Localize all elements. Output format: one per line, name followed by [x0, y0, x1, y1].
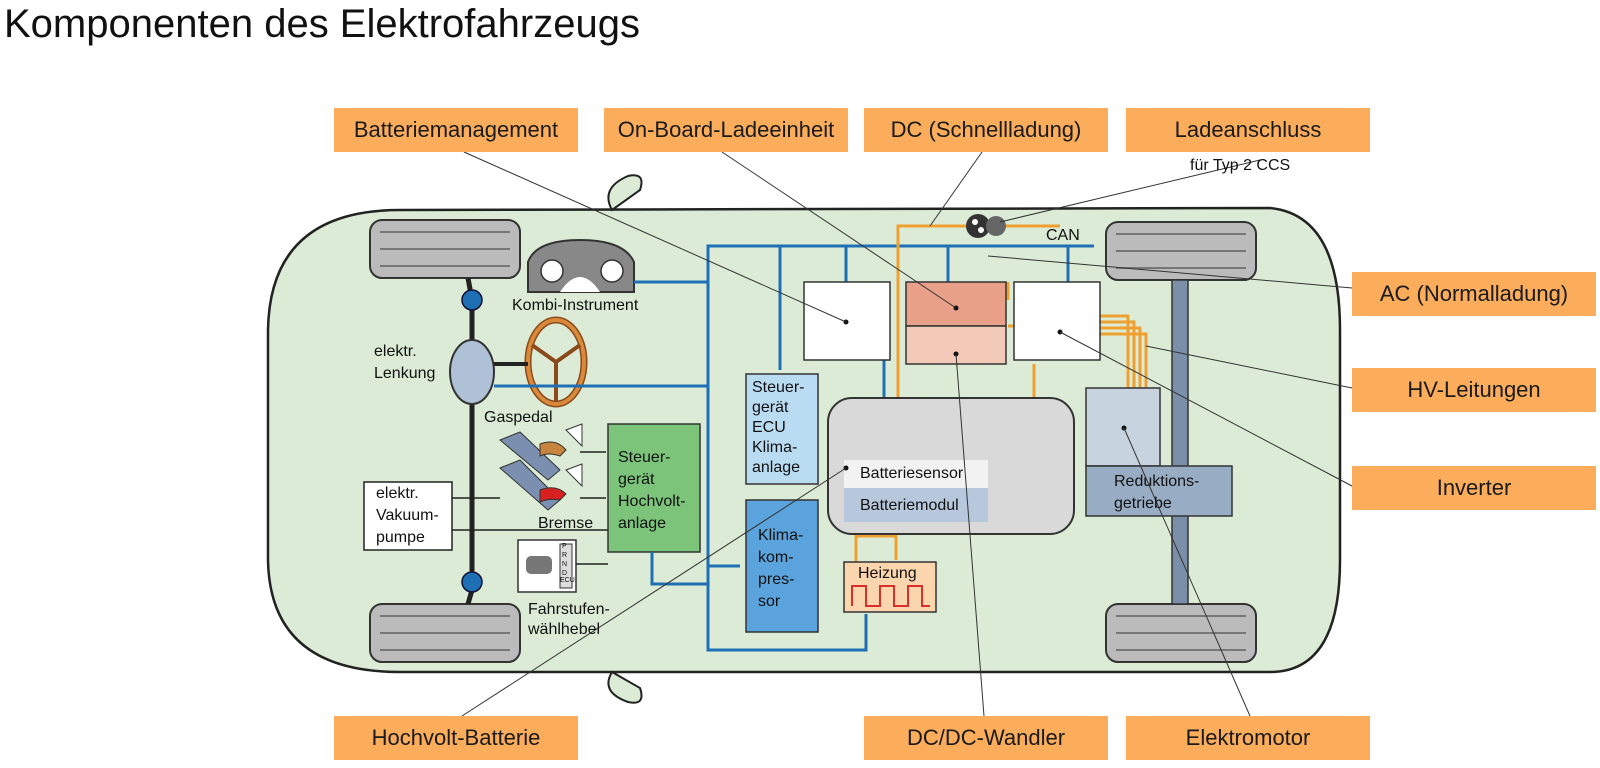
label-vakuum-3: pumpe — [376, 529, 425, 546]
batteriemodul-box — [844, 488, 988, 522]
label-ecu-klima-3: ECU — [752, 419, 786, 436]
wheel-rear-left — [369, 603, 521, 663]
label-klimakomp-2: kom- — [758, 549, 794, 566]
inverter-box — [1013, 281, 1101, 361]
label-can: CAN — [1046, 227, 1080, 244]
label-klimakomp-3: pres- — [758, 571, 795, 588]
callout-elektromotor: Elektromotor — [1126, 716, 1370, 760]
pedal-shape — [499, 423, 583, 511]
heizung-coil — [851, 585, 930, 607]
callout-batteriemanagement: Batteriemanagement — [334, 108, 578, 152]
callout-hochvolt-batterie: Hochvolt-Batterie — [334, 716, 578, 760]
batteriesensor-box — [844, 460, 988, 488]
wheel-rear-right — [1105, 603, 1257, 663]
vakuum-pumpe-box — [363, 481, 453, 551]
label-vakuum-1: elektr. — [376, 485, 419, 502]
kombi-instrument-shape — [527, 238, 635, 293]
label-kombi-instrument: Kombi-Instrument — [512, 297, 639, 314]
left-axle — [465, 277, 475, 605]
steering-unit — [449, 339, 495, 405]
label-fahrstufen-2: wählhebel — [528, 621, 601, 638]
label-steuer-hv-3: Hochvolt- — [618, 493, 686, 510]
page-title: Komponenten des Elektrofahrzeugs — [4, 2, 640, 46]
callout-dc-schnellladung: DC (Schnellladung) — [864, 108, 1108, 152]
label-steuer-hv-2: gerät — [618, 471, 655, 488]
onboard-top-box — [905, 281, 1007, 327]
callout-ac-normalladung: AC (Normalladung) — [1352, 272, 1596, 316]
label-batteriemodul: Batteriemodul — [860, 497, 959, 514]
label-heizung: Heizung — [858, 565, 917, 582]
label-lenkung-2: Lenkung — [374, 365, 436, 382]
ladeanschluss-icon — [966, 214, 1006, 238]
label-typ2: für Typ 2 CCS — [1190, 157, 1291, 174]
callout-ladeanschluss: Ladeanschluss — [1126, 108, 1370, 152]
wheel-front-left — [369, 219, 521, 279]
label-klimakomp-1: Klima- — [758, 527, 804, 544]
label-ecu-klima-2: gerät — [752, 399, 789, 416]
label-ecu-small: ECU — [560, 577, 575, 584]
callout-onboard-ladeeinheit: On-Board-Ladeeinheit — [604, 108, 848, 152]
label-vakuum-2: Vakuum- — [376, 507, 439, 524]
label-ecu-klima-4: Klima- — [752, 439, 798, 456]
mirror-top — [607, 174, 643, 212]
leader-lines — [461, 151, 1353, 717]
label-gaspedal: Gaspedal — [484, 409, 553, 426]
label-reduktion-1: Reduktions- — [1114, 473, 1200, 490]
label-klimakomp-4: sor — [758, 593, 781, 610]
gear-selector-shape — [517, 539, 577, 593]
steuergeraet-hv-box — [607, 423, 701, 553]
axle-joint-bottom — [461, 571, 483, 593]
label-reduktion-2: getriebe — [1114, 495, 1172, 512]
label-ecu-klima-1: Steuer- — [752, 379, 805, 396]
wheel-front-right — [1105, 221, 1257, 281]
callout-dcdc-wandler: DC/DC-Wandler — [864, 716, 1108, 760]
label-lenkung-1: elektr. — [374, 343, 417, 360]
mirror-bottom — [607, 670, 643, 704]
callout-hv-leitungen: HV-Leitungen — [1352, 368, 1596, 412]
label-steuer-hv-1: Steuer- — [618, 449, 671, 466]
axle-joint-top — [461, 289, 483, 311]
klimakompressor-box — [745, 499, 819, 633]
ecu-klima-box — [745, 373, 819, 485]
callout-inverter: Inverter — [1352, 466, 1596, 510]
label-prnd: P R N D — [562, 543, 568, 577]
label-fahrstufen-1: Fahrstufen- — [528, 601, 610, 618]
label-batteriesensor: Batteriesensor — [860, 465, 964, 482]
right-axle — [1171, 279, 1189, 605]
label-ecu-klima-5: anlage — [752, 459, 801, 476]
label-steuer-hv-4: anlage — [618, 515, 667, 532]
label-bremse: Bremse — [538, 515, 594, 532]
